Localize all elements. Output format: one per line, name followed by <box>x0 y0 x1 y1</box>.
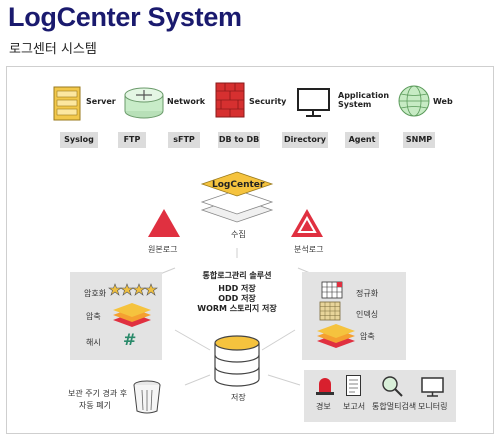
output-label-report: 보고서 <box>343 402 366 411</box>
raw-log-triangle-icon <box>148 209 180 237</box>
compress-stack-icon <box>113 303 151 327</box>
server-icon <box>53 86 81 121</box>
logcenter-stack-icon <box>200 171 274 223</box>
solution-line: WORM 스토리지 저장 <box>197 304 277 313</box>
router-icon <box>124 87 164 119</box>
storage-label: 저장 <box>231 393 246 402</box>
encrypt-label: 암호화 <box>84 289 107 298</box>
source-label-server: Server <box>86 97 116 106</box>
monitoring-icon <box>421 377 444 397</box>
collect-label: 수집 <box>231 230 246 239</box>
analysis-log-processing-panel <box>302 272 406 360</box>
compress-label: 압축 <box>86 312 101 321</box>
analysis-log-triangle-icon <box>291 209 323 237</box>
raw-log-label: 원본로그 <box>148 245 178 254</box>
solution-line: ODD 저장 <box>218 294 256 303</box>
protocol-pill: Directory <box>282 132 328 148</box>
protocol-pill: FTP <box>118 132 146 148</box>
hash-icon: # <box>123 330 137 349</box>
solution-title: 통합로그관리 솔루션 <box>202 271 272 280</box>
search-icon <box>382 376 403 397</box>
compress-label-right: 압축 <box>360 332 375 341</box>
protocol-pill: sFTP <box>168 132 200 148</box>
stars-icon <box>108 283 158 296</box>
normalize-label: 정규화 <box>356 289 379 298</box>
monitor-icon <box>297 88 330 117</box>
compress-stack-icon <box>317 324 355 348</box>
hash-label: 해시 <box>86 338 101 347</box>
trash-icon <box>133 380 161 414</box>
source-label-web: Web <box>433 97 453 106</box>
page-subtitle: 로그센터 시스템 <box>9 42 97 57</box>
globe-icon <box>398 85 430 117</box>
output-label-alarm: 경보 <box>316 402 331 411</box>
source-label-network: Network <box>167 97 206 106</box>
protocol-pill: Syslog <box>60 132 98 148</box>
source-label-security: Security <box>249 97 287 106</box>
disposal-line2: 자동 폐기 <box>79 401 111 410</box>
report-icon <box>346 375 361 396</box>
output-label-search: 통합멀티검색 <box>372 402 417 411</box>
solution-line: HDD 저장 <box>218 284 256 293</box>
protocol-pill: DB to DB <box>218 132 260 148</box>
integrity-grid-icon <box>319 301 341 321</box>
analysis-log-label: 분석로그 <box>294 245 324 254</box>
alarm-icon <box>316 378 334 395</box>
database-icon <box>214 335 260 387</box>
integrity-label: 인덱싱 <box>356 310 379 319</box>
grid-normalize-icon <box>321 281 343 299</box>
protocol-pill: Agent <box>345 132 379 148</box>
source-label-application: Application System <box>338 91 390 109</box>
logcenter-label: LogCenter <box>212 180 265 190</box>
disposal-line1: 보관 주기 경과 후 <box>68 389 128 398</box>
output-label-monitoring: 모니터링 <box>418 402 448 411</box>
protocol-pill: SNMP <box>403 132 435 148</box>
firewall-icon <box>215 82 245 118</box>
page-title: LogCenter System <box>8 2 242 32</box>
